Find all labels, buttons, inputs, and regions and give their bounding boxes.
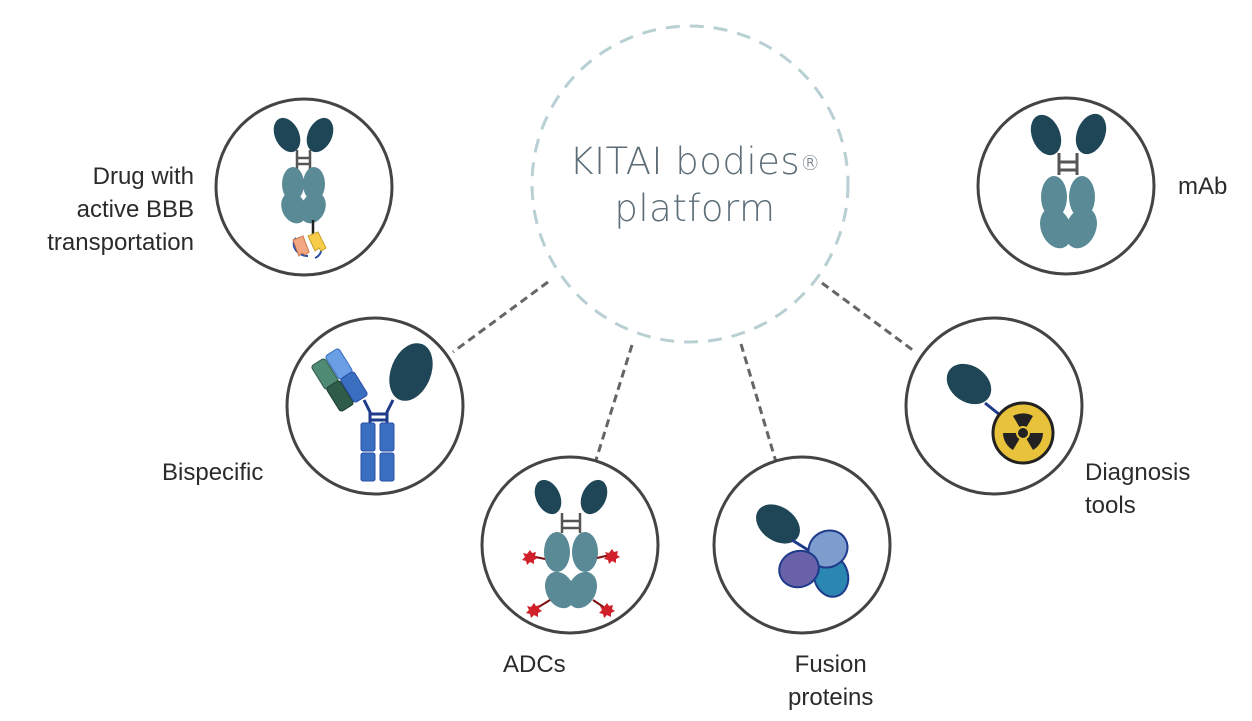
- label-line: Fusion: [794, 651, 867, 678]
- node-adc[interactable]: [480, 455, 660, 635]
- connector-bispecific: [452, 280, 549, 354]
- radioactive-diagnostic-icon: [946, 363, 1055, 465]
- label-fusion: Fusion proteins: [788, 648, 873, 714]
- node-ring: [480, 455, 660, 635]
- label-line: Diagnosis: [1085, 459, 1191, 486]
- label-line: Drug with: [92, 163, 194, 190]
- node-bispecific[interactable]: [285, 316, 465, 496]
- title-line-1: KITAI bodies: [569, 140, 801, 183]
- label-line: proteins: [788, 684, 874, 711]
- antibody-bbb-shuttle-icon: [273, 117, 334, 259]
- platform-title: KITAI bodies® platform: [530, 138, 860, 232]
- bispecific-antibody-icon: [311, 343, 433, 482]
- label-adc: ADCs: [503, 648, 566, 681]
- node-bbb[interactable]: [214, 97, 394, 277]
- label-line: ADCs: [503, 651, 566, 678]
- label-mab: mAb: [1178, 170, 1227, 203]
- center-hub-circle: [530, 24, 850, 344]
- label-line: transportation: [47, 229, 194, 256]
- title-line-2: platform: [614, 187, 776, 230]
- label-line: tools: [1085, 492, 1136, 519]
- label-line: mAb: [1178, 173, 1228, 200]
- label-diagnosis: Diagnosis tools: [1085, 456, 1190, 522]
- node-mab[interactable]: [976, 96, 1156, 276]
- node-fusion[interactable]: [712, 455, 892, 635]
- connector-diagnosis: [821, 281, 915, 353]
- connector-fusion: [739, 343, 778, 463]
- fusion-protein-icon: [756, 504, 850, 598]
- node-ring: [904, 316, 1084, 496]
- node-diagnosis[interactable]: [904, 316, 1084, 496]
- label-bbb: Drug with active BBB transportation: [47, 160, 194, 259]
- monoclonal-antibody-icon: [1030, 113, 1107, 249]
- antibody-drug-conjugate-icon: [522, 479, 620, 618]
- registered-mark: ®: [800, 151, 821, 175]
- connectors: [393, 183, 978, 463]
- connector-adc: [594, 344, 634, 461]
- label-line: Bispecific: [162, 459, 264, 486]
- label-bispecific: Bispecific: [162, 456, 263, 489]
- label-line: active BBB: [76, 196, 194, 223]
- node-ring: [976, 96, 1156, 276]
